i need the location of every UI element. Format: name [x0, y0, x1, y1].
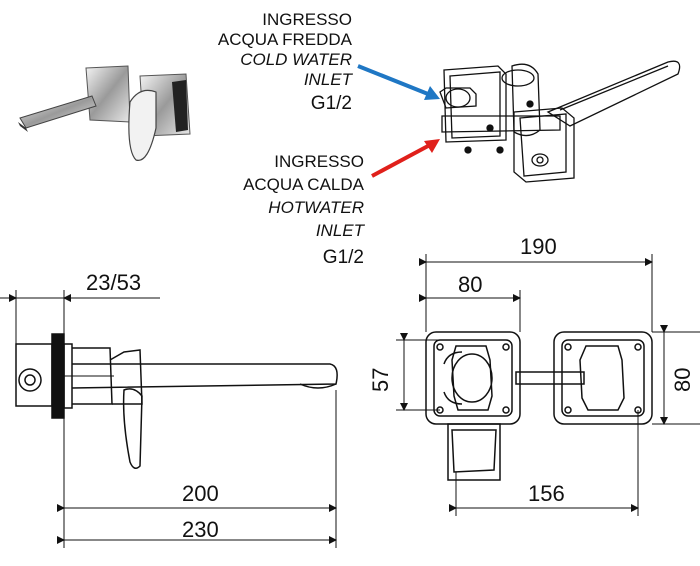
side-view [15, 333, 338, 469]
side-dimensions [0, 290, 337, 548]
hot-inlet-line1: INGRESSO [274, 152, 364, 171]
cold-inlet-size: G1/2 [310, 93, 352, 114]
hot-inlet-line4: INLET [315, 221, 364, 240]
hot-inlet-line3: HOTWATER [268, 198, 364, 217]
hot-inlet-label: INGRESSO ACQUA CALDA HOTWATER INLET G1/2 [243, 150, 364, 269]
cold-inlet-line2: ACQUA FREDDA [217, 30, 352, 49]
dim-width-190: 190 [520, 234, 557, 259]
hot-inlet-line2: ACQUA CALDA [243, 175, 364, 194]
dim-spout-200: 200 [182, 481, 219, 506]
dim-width-156: 156 [528, 481, 565, 506]
cold-inlet-line3: COLD WATER [240, 50, 352, 69]
dim-plate-80: 80 [458, 272, 483, 297]
dim-height-57: 57 [368, 367, 393, 392]
dim-height-80: 80 [670, 367, 695, 392]
dim-total-230: 230 [182, 517, 219, 542]
front-view [425, 331, 653, 481]
cold-inlet-label: INGRESSO ACQUA FREDDA COLD WATER INLET G… [218, 10, 352, 114]
front-dimensions [396, 254, 700, 516]
cold-water-arrow [357, 64, 440, 100]
faucet-photo [18, 65, 191, 161]
hot-water-arrow [371, 139, 440, 178]
cold-inlet-line4: INLET [303, 70, 352, 89]
cold-inlet-line1: INGRESSO [262, 10, 352, 29]
hot-inlet-size: G1/2 [322, 247, 364, 268]
dim-side-depth: 23/53 [86, 270, 142, 295]
isometric-drawing [439, 60, 681, 183]
